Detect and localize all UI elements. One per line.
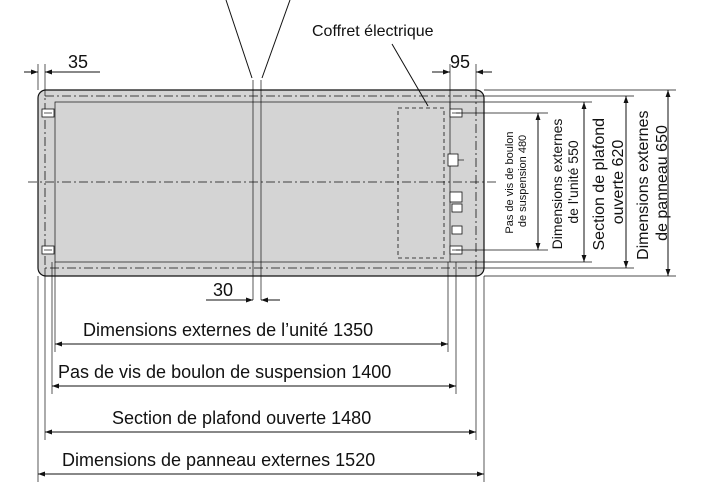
panel-height-line1: Dimensions externes	[635, 111, 652, 260]
panel-width-label: Dimensions de panneau externes 1520	[62, 450, 375, 470]
pipe-fittings	[447, 153, 464, 235]
electrical-box-label: Coffret électrique	[312, 23, 434, 40]
ceiling-height-line2: ouverte 620	[610, 140, 627, 225]
unit-height-line1: Dimensions externes	[549, 119, 565, 250]
suspension-height-line1: Pas de vis de boulon	[504, 131, 516, 233]
suspension-height-label: Pas de vis de boulon de suspension 480	[504, 128, 529, 233]
suspension-bolt-bottom-left	[41, 245, 55, 255]
suspension-height-line2: de suspension 480	[517, 135, 529, 227]
unit-width-label: Dimensions externes de l’unité 1350	[83, 320, 373, 340]
panel-height-label: Dimensions externes de panneau 650	[635, 106, 671, 260]
ceiling-width-label: Section de plafond ouverte 1480	[112, 408, 371, 428]
suspension-bolt-top-left	[41, 108, 55, 118]
ceiling-height-label: Section de plafond ouverte 620	[591, 114, 627, 251]
dim-35: 35	[68, 52, 88, 72]
electrical-box-outline	[397, 107, 445, 259]
ceiling-height-line1: Section de plafond	[591, 118, 608, 251]
dim-95: 95	[450, 52, 470, 72]
unit-height-line2: de l’unité 550	[565, 140, 581, 224]
panel-height-line2: de panneau 650	[654, 125, 671, 241]
dim-30: 30	[213, 280, 233, 300]
unit-height-label: Dimensions externes de l’unité 550	[549, 115, 581, 250]
suspension-width-label: Pas de vis de boulon de suspension 1400	[58, 362, 391, 382]
